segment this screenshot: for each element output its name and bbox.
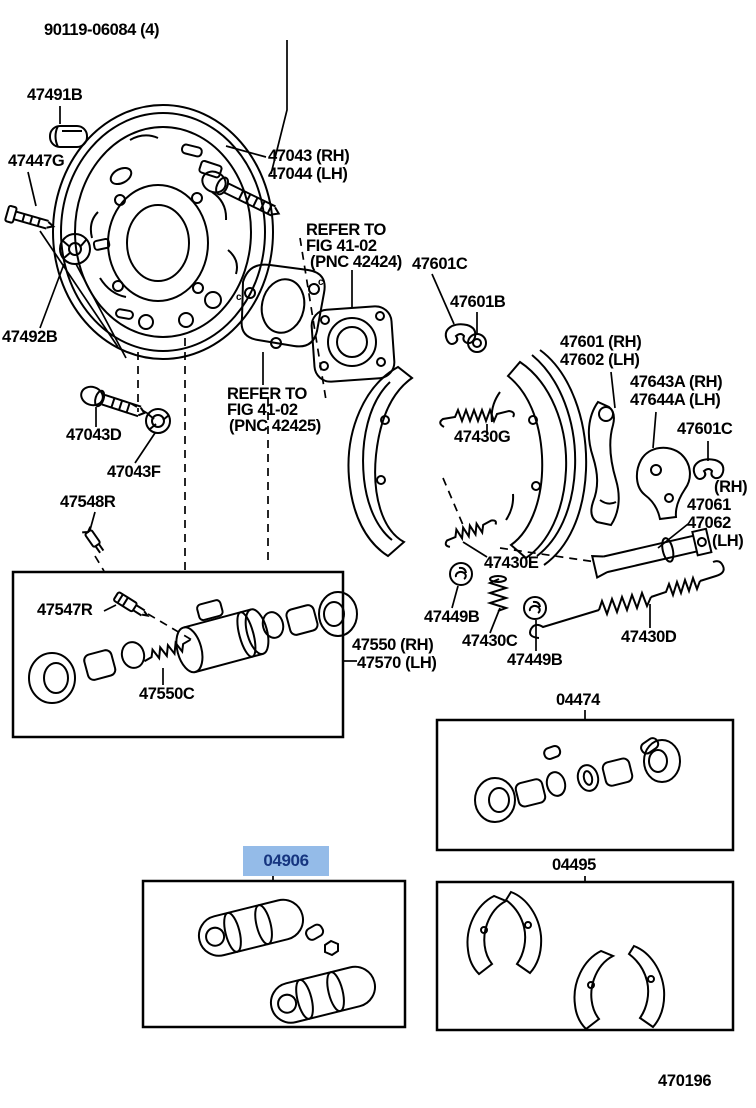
spring-47430G (439, 407, 515, 428)
figure-number: 470196 (658, 1072, 712, 1090)
lever-47601 (587, 400, 620, 527)
refer-note-1-line-1: REFER TO (306, 221, 386, 239)
part-label-47043: 47043 (RH) (268, 147, 350, 165)
clip-47601C-b (692, 458, 725, 480)
part-label-47430G: 47430G (454, 428, 511, 446)
bolt-47447G (4, 204, 56, 230)
kit-04495-parts (466, 890, 666, 1031)
spring-47430E (444, 519, 497, 548)
part-label-47601C-b: 47601C (677, 420, 733, 438)
part-label-47550C: 47550C (139, 685, 195, 703)
nut-47043F (145, 408, 171, 434)
part-label-47570: 47570 (LH) (357, 654, 437, 672)
refer-note-1-line-2: FIG 41-02 (306, 237, 377, 255)
part-label-47449B-a: 47449B (424, 608, 480, 626)
refer-note-2-line-1: REFER TO (227, 385, 307, 403)
refer-note-2-line-3: (PNC 42425) (229, 417, 321, 435)
kit-04474-parts (474, 737, 681, 823)
flange-pnc42424 (310, 305, 396, 383)
kit-04906-box (141, 879, 407, 1029)
brake-shoe-right (490, 349, 588, 566)
part-label-rh-strut: (RH) (714, 478, 748, 496)
part-label-47550: 47550 (RH) (352, 636, 434, 654)
brake-shoe-left (347, 365, 414, 558)
part-label-47644A: 47644A (LH) (630, 391, 721, 409)
nut-47492B (59, 233, 91, 265)
part-label-47601: 47601 (RH) (560, 333, 642, 351)
part-label-47430D: 47430D (621, 628, 677, 646)
part-label-90119-06084: 90119-06084 (4) (44, 21, 160, 39)
crank-47643A (635, 446, 691, 521)
part-label-04495: 04495 (552, 856, 596, 874)
part-label-47062: 47062 (687, 514, 731, 532)
dashed-lines (94, 237, 597, 641)
part-label-47601B: 47601B (450, 293, 506, 311)
gasket-mark-left: c (236, 292, 242, 303)
bolt-47043D (80, 385, 146, 418)
part-label-47430C: 47430C (462, 632, 518, 650)
refer-note-2-line-2: FIG 41-02 (227, 401, 298, 419)
spring-47430C (486, 575, 510, 612)
part-label-47430E: 47430E (484, 554, 539, 572)
gasket-pnc42425 (240, 263, 326, 349)
part-label-47601C-a: 47601C (412, 255, 468, 273)
wheel-cylinder-parts (28, 591, 358, 704)
part-label-lh-strut: (LH) (712, 532, 744, 550)
bleeder-47547R (113, 591, 150, 618)
bolt-90119 (201, 170, 281, 217)
screw-47548R (82, 526, 105, 554)
backing-plate (52, 104, 274, 360)
part-label-47548R: 47548R (60, 493, 116, 511)
gasket-mark-right: c (318, 277, 324, 288)
part-label-47643A: 47643A (RH) (630, 373, 723, 391)
leader-lines (27, 40, 709, 882)
part-label-47044: 47044 (LH) (268, 165, 348, 183)
spring-47430D (529, 560, 725, 639)
part-label-47447G: 47447G (8, 152, 65, 170)
part-label-04906-text: 04906 (263, 851, 309, 870)
cap-47449B-a (449, 562, 473, 586)
cap-47449B-b (523, 596, 547, 620)
part-label-47061: 47061 (687, 496, 731, 514)
part-label-04906-highlight[interactable]: 04906 (243, 846, 329, 876)
part-label-47449B-b: 47449B (507, 651, 563, 669)
plug-47491B (49, 125, 88, 148)
clip-47601C-a (444, 323, 477, 345)
part-label-47043D: 47043D (66, 426, 122, 444)
part-label-47602: 47602 (LH) (560, 351, 640, 369)
strut-47061 (590, 527, 713, 580)
part-label-47547R: 47547R (37, 601, 93, 619)
part-label-47043F: 47043F (107, 463, 161, 481)
part-label-47491B: 47491B (27, 86, 83, 104)
part-label-04474: 04474 (556, 691, 600, 709)
wheel-cylinder-box (11, 570, 345, 739)
part-label-47492B: 47492B (2, 328, 58, 346)
refer-note-1-line-3: (PNC 42424) (310, 253, 402, 271)
kit-04906-parts (197, 898, 376, 1024)
